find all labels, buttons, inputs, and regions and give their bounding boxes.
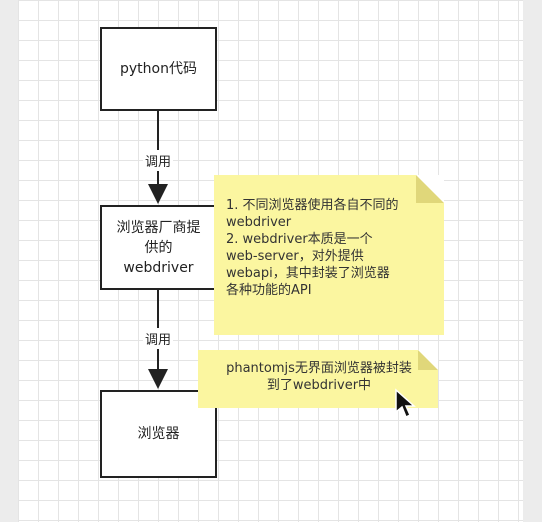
note1-line1: 1. 不同浏览器使用各自不同的: [226, 198, 399, 213]
note1-line6: 各种功能的API: [226, 283, 312, 298]
python-code-label: python代码: [120, 61, 197, 77]
note2-fold-corner: [418, 350, 438, 370]
note1-line4: web-server，对外提供: [226, 249, 364, 264]
webdriver-label-line1: 浏览器厂商提: [116, 219, 201, 236]
mouse-cursor-icon: [395, 388, 416, 419]
note1-line5: webapi，其中封装了浏览器: [226, 266, 390, 281]
browser-box[interactable]: 浏览器: [100, 390, 217, 478]
python-code-box[interactable]: python代码: [100, 27, 217, 111]
note2-line2: 到了webdriver中: [266, 378, 372, 393]
call-label-2: 调用: [143, 328, 174, 349]
webdriver-label-line2: 供的: [144, 239, 173, 256]
diagram-canvas: python代码 调用 浏览器厂商提 供的 webdriver 调用 浏览器 1…: [18, 0, 523, 522]
note2-line1: phantomjs无界面浏览器被封装: [226, 361, 412, 376]
note-fold-corner: [416, 175, 444, 203]
note1-line3: 2. webdriver本质是一个: [226, 232, 373, 247]
webdriver-label-line3: webdriver: [123, 259, 194, 276]
browser-label: 浏览器: [137, 426, 180, 442]
call-label-1: 调用: [143, 150, 174, 171]
note-phantomjs[interactable]: phantomjs无界面浏览器被封装 到了webdriver中: [198, 350, 438, 408]
note-webdriver-explanation[interactable]: 1. 不同浏览器使用各自不同的 webdriver 2. webdriver本质…: [214, 175, 444, 335]
webdriver-box[interactable]: 浏览器厂商提 供的 webdriver: [100, 205, 217, 290]
note1-line2: webdriver: [226, 215, 292, 230]
